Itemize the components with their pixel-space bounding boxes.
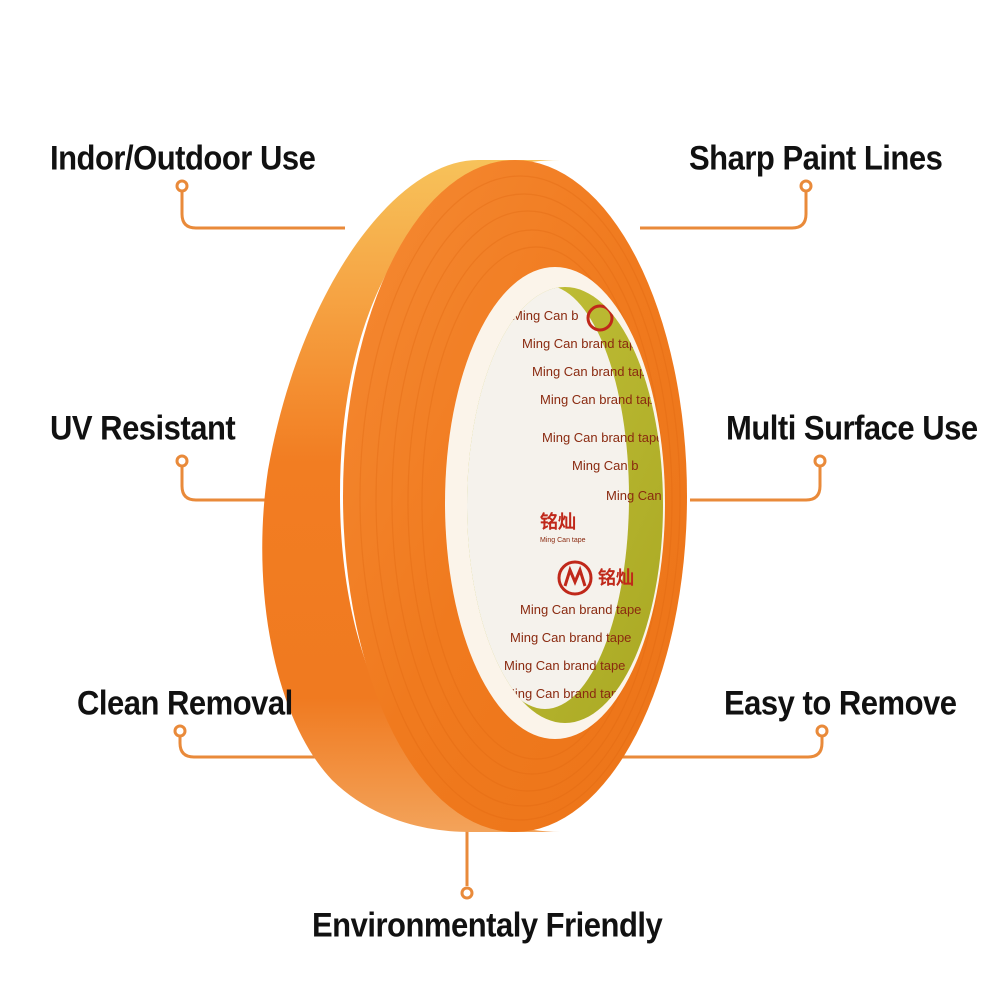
feature-uv-resistant: UV Resistant bbox=[50, 408, 236, 448]
line-uv bbox=[180, 461, 265, 502]
feature-indoor-outdoor: Indor/Outdoor Use bbox=[50, 138, 316, 178]
feature-environmentally-friendly: Environmentaly Friendly bbox=[312, 905, 663, 945]
core-print: Ming Can b Ming Can brand tape Ming Can … bbox=[504, 308, 727, 701]
callout-dots bbox=[173, 179, 829, 900]
svg-text:Ming Can brand tape: Ming Can brand tape bbox=[504, 686, 625, 701]
svg-text:铭灿: 铭灿 bbox=[540, 511, 576, 532]
feature-clean-removal: Clean Removal bbox=[77, 683, 293, 723]
svg-text:Ming Can brand tape: Ming Can brand tape bbox=[532, 364, 653, 379]
tape-side bbox=[262, 160, 560, 832]
line-easy bbox=[612, 731, 824, 759]
feature-easy-to-remove: Easy to Remove bbox=[724, 683, 957, 723]
svg-text:Ming Can b: Ming Can b bbox=[512, 308, 578, 323]
svg-text:Ming Can brand tape: Ming Can brand tape bbox=[522, 336, 643, 351]
callout-lines bbox=[178, 186, 824, 886]
line-sharp bbox=[640, 186, 808, 230]
brand-logo-icon bbox=[557, 304, 614, 596]
svg-text:Ming Can tape: Ming Can tape bbox=[540, 537, 586, 544]
svg-text:Ming Can brand tape: Ming Can brand tape bbox=[520, 602, 641, 617]
svg-text:Ming Can brand tape: Ming Can brand tape bbox=[542, 430, 663, 445]
line-multi bbox=[690, 461, 822, 502]
svg-text:铭灿: 铭灿 bbox=[598, 567, 634, 588]
feature-multi-surface: Multi Surface Use bbox=[726, 408, 978, 448]
line-indoor bbox=[180, 186, 345, 230]
svg-text:Ming Can brand tape: Ming Can brand tape bbox=[504, 658, 625, 673]
svg-text:Ming Can brand tape: Ming Can brand tape bbox=[606, 488, 727, 503]
svg-text:Ming Can brand tape: Ming Can brand tape bbox=[510, 630, 631, 645]
line-clean bbox=[178, 731, 330, 759]
svg-text:Ming Can b: Ming Can b bbox=[572, 458, 638, 473]
tape-roll: Ming Can b Ming Can brand tape Ming Can … bbox=[262, 160, 727, 832]
svg-text:Ming Can brand tape: Ming Can brand tape bbox=[540, 392, 661, 407]
feature-sharp-paint-lines: Sharp Paint Lines bbox=[689, 138, 943, 178]
